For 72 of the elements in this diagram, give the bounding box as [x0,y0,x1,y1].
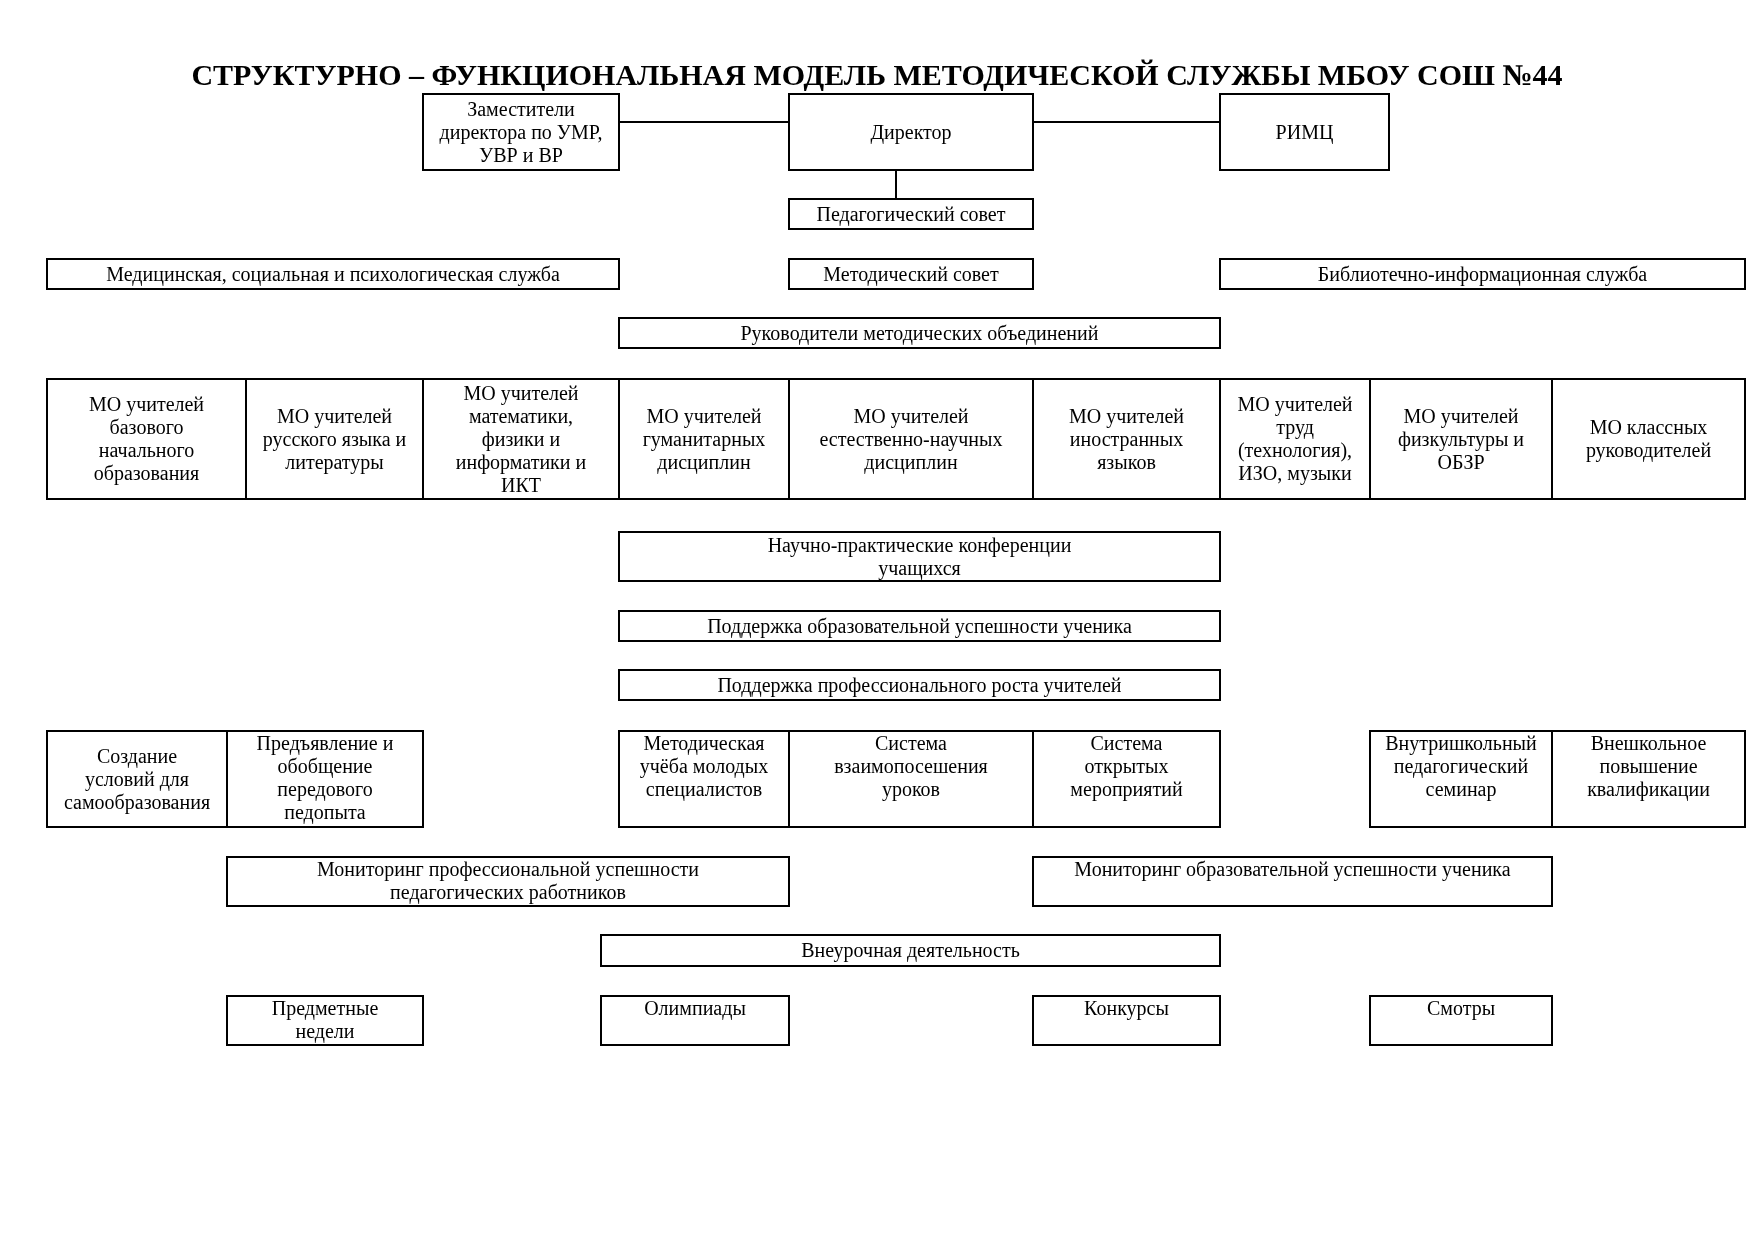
connector-line [619,121,789,123]
box-label: Внутришкольный педагогический семинар [1384,732,1538,801]
box-label: Научно-практические конференции учащихся [766,533,1073,580]
box-label: Предметные недели [270,997,380,1043]
org-box [46,378,247,500]
org-box [788,258,1034,290]
box-label: Заместители директора по УМР, УВР и ВР [438,97,604,167]
box-label: МО учителей базового начального образования [87,393,206,485]
box-label: МО классных руководителей [1584,416,1713,462]
box-label: Медицинская, социальная и психологическая служба [106,262,560,286]
org-box [1369,378,1553,500]
org-box [1032,995,1221,1046]
org-box [1032,856,1553,907]
box-label: Смотры [1426,997,1496,1020]
org-box [600,934,1221,967]
org-box [1369,995,1553,1046]
box-label: МО учителей иностранных языков [1067,404,1186,474]
box-label: МО учителей физкультуры и ОБЗР [1396,404,1526,474]
box-label: Мониторинг профессиональной успешности педагогических работников [316,858,700,904]
org-box [226,995,424,1046]
box-label: Олимпиады [644,997,746,1020]
org-box [618,317,1221,349]
box-label: Мониторинг образовательной успешности ученика [1074,858,1511,881]
box-label: МО учителей математики, физики и информатики и ИКТ [454,381,588,497]
org-box [226,856,790,907]
box-label: Поддержка профессионального роста учителей [717,673,1122,697]
box-label: МО учителей естественно-научных дисциплин [818,404,1004,474]
connector-line [895,170,897,199]
org-box [788,730,1034,828]
org-box [788,378,1034,500]
org-box [1032,378,1221,500]
org-box [1369,730,1553,828]
box-label: МО учителей гуманитарных дисциплин [641,404,767,474]
org-box [788,198,1034,230]
org-box [1032,730,1221,828]
org-box [46,730,228,828]
org-box [600,995,790,1046]
box-label: Внеурочная деятельность [801,939,1020,962]
box-label: Создание условий для самообразования [62,744,212,814]
box-label: Система открытых мероприятий [1069,732,1184,801]
org-box [422,378,620,500]
box-label: Руководители методических объединений [740,321,1099,345]
org-box [1219,378,1371,500]
org-box [1219,93,1390,171]
box-label: Предъявление и обобщение передового педопыта [255,732,395,824]
box-label: МО учителей труд (технология), ИЗО, музыки [1236,393,1354,485]
org-box [618,610,1221,642]
box-label: Методический совет [823,262,999,286]
org-box [788,93,1034,171]
org-box [1551,730,1746,828]
org-box [422,93,620,171]
org-box [1219,258,1746,290]
box-label: Директор [870,120,952,144]
org-box [46,258,620,290]
box-label: Поддержка образовательной успешности ученика [707,614,1132,638]
box-label: МО учителей русского языка и литературы [261,404,408,474]
org-box [618,378,790,500]
org-box [618,669,1221,701]
org-box [226,730,424,828]
box-label: Библиотечно-информационная служба [1317,262,1648,286]
box-label: Методическая учёба молодых специалистов [638,732,770,801]
org-box [618,531,1221,582]
org-box [1551,378,1746,500]
connector-line [1033,121,1220,123]
box-label: Конкурсы [1084,997,1169,1020]
org-box [618,730,790,828]
box-label: Педагогический совет [816,202,1006,226]
box-label: Система взаимопосешения уроков [833,732,989,801]
box-label: РИМЦ [1275,120,1334,144]
box-label: Внешкольное повышение квалификации [1586,732,1711,801]
diagram-title: СТРУКТУРНО – ФУНКЦИОНАЛЬНАЯ МОДЕЛЬ МЕТОДИЧЕСКОЙ СЛУЖБЫ МБОУ СОШ №44 [191,58,1563,92]
org-box [245,378,424,500]
